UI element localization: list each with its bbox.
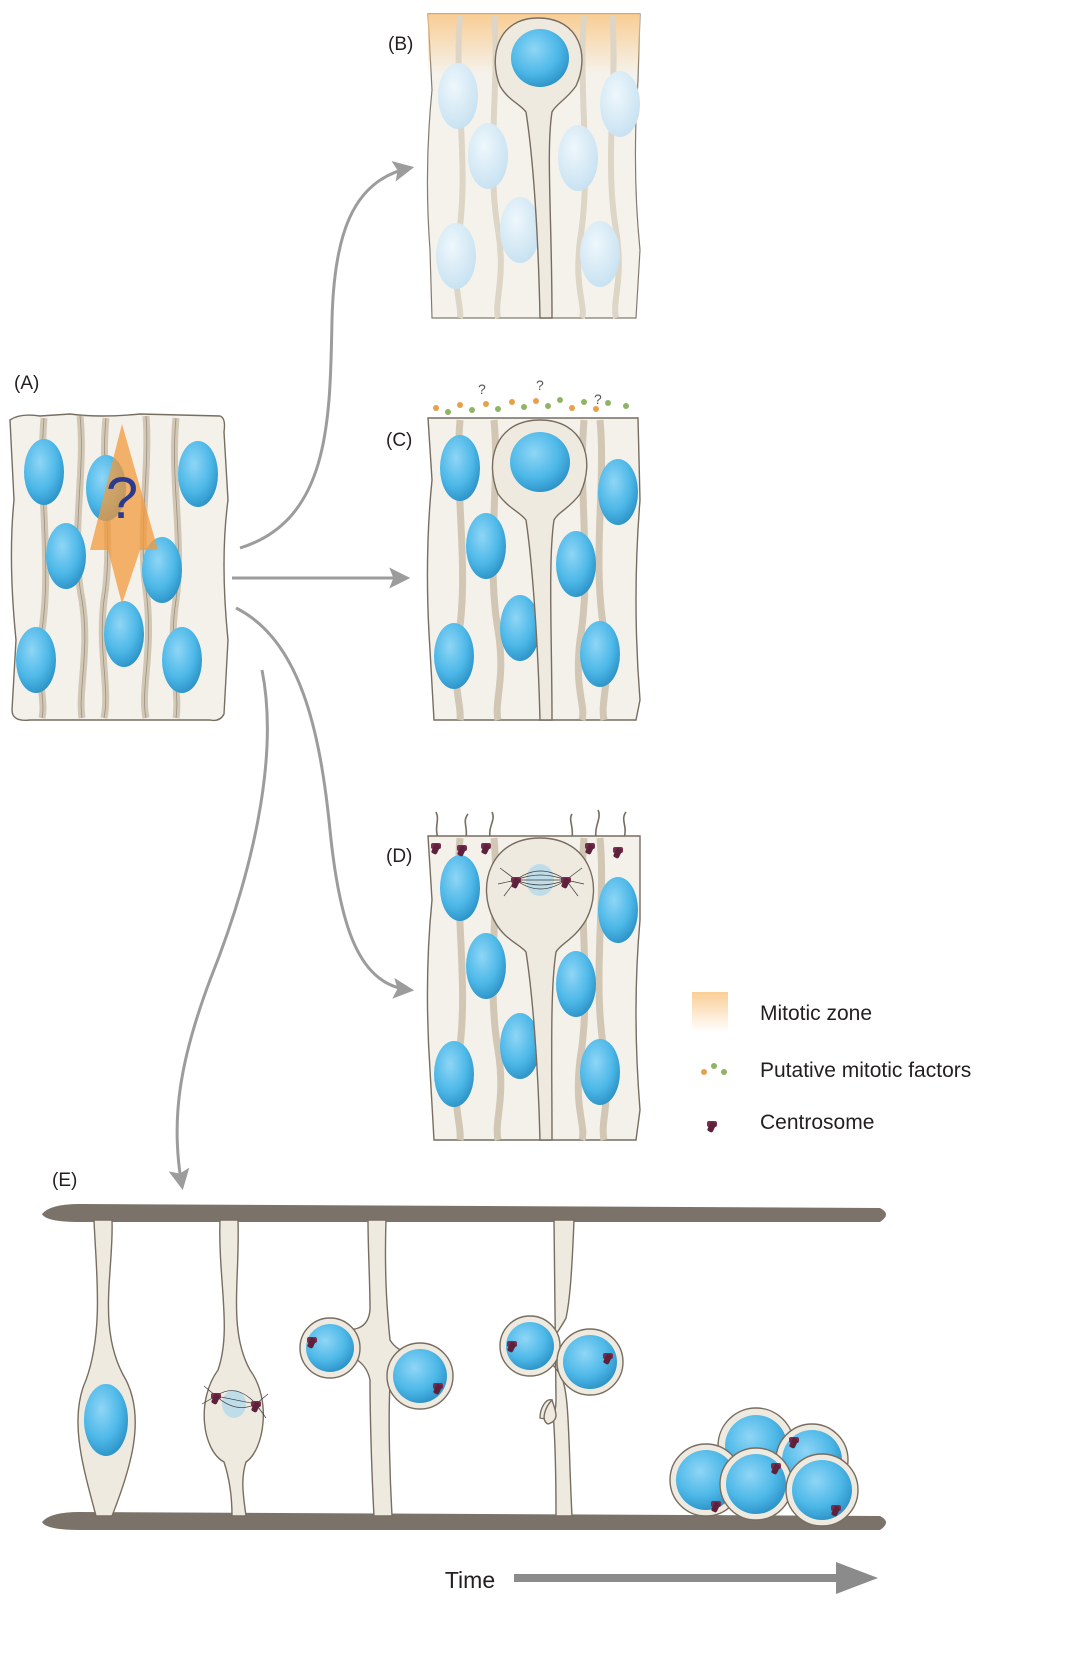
panel-a: (A) ?	[10, 373, 228, 720]
legend: Mitotic zone Putative mitotic factors Ce…	[692, 992, 971, 1134]
legend-centrosome: Centrosome	[760, 1111, 874, 1134]
panel-e: (E)	[42, 1170, 886, 1594]
factor-question-1: ?	[478, 381, 486, 397]
arrow-to-b	[240, 168, 410, 548]
apical-lamina	[42, 1204, 886, 1222]
legend-mitotic-zone: Mitotic zone	[760, 1002, 872, 1025]
mitotic-factors: ? ? ?	[433, 377, 629, 415]
centrosome-icon	[707, 1121, 717, 1133]
question-mark: ?	[106, 466, 138, 531]
panel-b: (B)	[388, 14, 640, 318]
basal-progenitor-cluster	[670, 1408, 858, 1526]
panel-d: (D)	[386, 810, 640, 1140]
factor-dots-icon	[701, 1063, 727, 1075]
mitotic-zone-swatch	[692, 992, 728, 1032]
panel-e-label: (E)	[52, 1170, 77, 1191]
time-label: Time	[445, 1567, 495, 1593]
panel-c-label: (C)	[386, 430, 412, 451]
factor-question-3: ?	[594, 391, 602, 407]
panel-a-label: (A)	[14, 373, 39, 394]
panel-d-label: (D)	[386, 846, 412, 867]
time-arrow: Time	[52, 1562, 878, 1594]
cilia	[436, 810, 626, 838]
legend-mitotic-factors: Putative mitotic factors	[760, 1059, 971, 1082]
arrow-to-e	[177, 670, 267, 1186]
panel-c: (C) ? ? ?	[386, 377, 640, 720]
panel-b-label: (B)	[388, 34, 413, 55]
factor-question-2: ?	[536, 377, 544, 393]
